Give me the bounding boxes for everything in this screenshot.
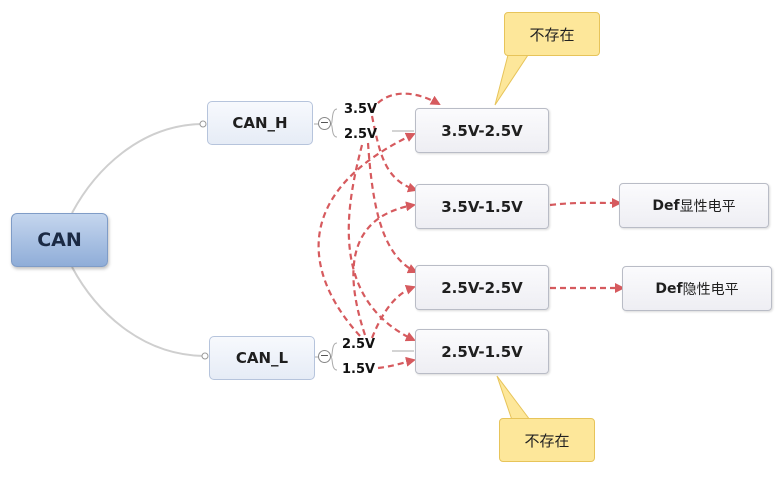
result-dominant-text: 显性电平 [679,198,736,215]
arrow-l25-to-25-25 [370,284,416,339]
connector-root-can-h [71,123,203,214]
collapse-toggle-can-l[interactable]: − [318,349,331,363]
arrow-l15-to-35-15 [352,201,416,336]
collapse-toggle-can-h[interactable]: − [318,116,331,130]
arrow-35-15-to-dominant [549,197,622,208]
root-node-can[interactable]: CAN [11,213,108,267]
can-l-value-high: 2.5V [342,337,376,352]
callout-bottom[interactable]: 不存在 [499,418,595,462]
can-l-value-low: 1.5V [342,362,376,377]
arrow-h35-to-35-15 [370,115,418,193]
result-dominant-prefix: Def [652,197,680,214]
combo-node-25-25[interactable]: 2.5V-2.5V [415,265,549,310]
callout-top-tail [494,54,529,106]
arrow-l15-to-25-15 [377,356,416,370]
result-recessive-prefix: Def [655,280,683,297]
can-h-value-low: 2.5V [344,127,378,142]
arrow-h35-to-35-25 [371,92,441,112]
arrow-h25-to-25-25 [366,142,418,274]
connector-root-can-l [71,266,205,357]
combo-node-35-15[interactable]: 3.5V-1.5V [415,184,549,229]
branch-node-can-l[interactable]: CAN_L [209,336,315,380]
result-recessive-text: 隐性电平 [682,281,739,298]
callout-top[interactable]: 不存在 [504,12,600,56]
callout-bottom-tail [496,375,531,421]
combo-node-35-25[interactable]: 3.5V-2.5V [415,108,549,153]
branch-node-can-h[interactable]: CAN_H [207,101,313,145]
combo-node-25-15[interactable]: 2.5V-1.5V [415,329,549,374]
arrow-l25-to-35-25 [317,132,416,337]
can-h-value-high: 3.5V [344,102,378,117]
